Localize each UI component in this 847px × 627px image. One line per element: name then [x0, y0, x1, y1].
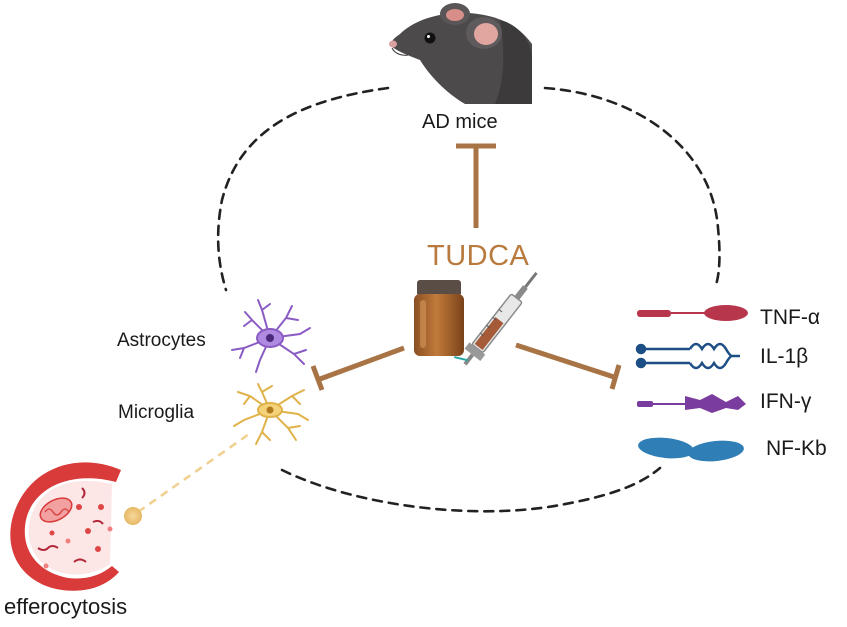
il1b-icon [635, 342, 740, 370]
apoptotic-body [124, 507, 142, 525]
mouse-icon [389, 3, 532, 105]
dashed-arc-bottom [280, 466, 662, 513]
inhibit-ad-mice [456, 143, 496, 228]
efferocytosis-label: efferocytosis [4, 594, 128, 619]
dashed-arc-right [543, 86, 721, 287]
tudca-label: TUDCA [427, 240, 530, 272]
astrocyte-cell-icon [231, 299, 311, 373]
syringe-icon [453, 271, 538, 366]
efferocytosis-link [137, 430, 253, 514]
astrocytes-label: Astrocytes [117, 330, 206, 351]
nfkb-icon [638, 437, 744, 462]
ifn-gamma-icon [637, 394, 746, 413]
tnf-alpha-icon [637, 305, 748, 321]
microglia-label: Microglia [118, 402, 195, 423]
microglia-cell-icon [233, 383, 309, 445]
feedback-loop [216, 86, 721, 513]
inhibit-cytokines [515, 342, 622, 390]
ad-mice-label: AD mice [422, 111, 498, 133]
dashed-arc-left [216, 86, 390, 292]
phagocyte-icon [10, 462, 121, 591]
inhibit-glia [310, 345, 405, 391]
tnf-alpha-label: TNF-α [760, 306, 820, 329]
nfkb-label: NF-Kb [766, 437, 827, 460]
medicine-bottle-icon [414, 280, 464, 356]
il1b-label: IL-1β [760, 345, 809, 368]
ifn-gamma-label: IFN-γ [760, 390, 812, 413]
